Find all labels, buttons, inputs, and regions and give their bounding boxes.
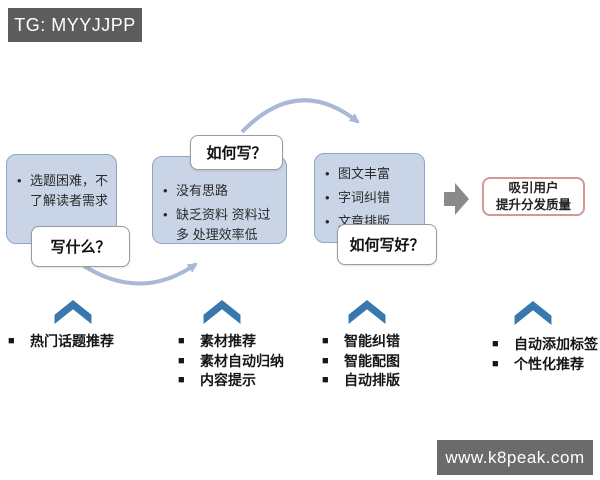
solution-item: 素材推荐 — [178, 332, 284, 352]
pain-list: 没有思路 缺乏资料 资料过多 处理效率低 — [163, 181, 280, 245]
solution-item: 自动添加标签 — [492, 335, 598, 355]
question-box-how-to-write: 如何写？ — [190, 135, 283, 170]
pain-item: 字词纠错 — [325, 188, 418, 208]
solution-item: 热门话题推荐 — [8, 332, 114, 352]
chevron-up-icon — [203, 300, 241, 324]
question-label: 如何写好？ — [349, 237, 425, 254]
pain-list: 图文丰富 字词纠错 文章排版 — [325, 164, 418, 233]
solution-list-smart: 智能纠错 智能配图 自动排版 — [322, 332, 400, 391]
result-line: 吸引用户 — [508, 180, 559, 195]
pain-list: 选题困难，不了解读者需求 — [17, 171, 110, 211]
solution-item: 内容提示 — [178, 371, 284, 391]
result-box: 吸引用户 提升分发质量 — [482, 177, 585, 216]
chevron-up-icon — [54, 300, 92, 324]
chevron-up-icon — [514, 301, 552, 325]
pain-item: 缺乏资料 资料过多 处理效率低 — [163, 205, 280, 245]
question-box-how-to-write-well: 如何写好？ — [337, 224, 437, 265]
solution-item: 自动排版 — [322, 371, 400, 391]
curved-arrow-right-icon — [240, 98, 360, 134]
pain-item: 没有思路 — [163, 181, 280, 201]
result-line: 提升分发质量 — [495, 197, 571, 212]
pain-item: 选题困难，不了解读者需求 — [17, 171, 110, 211]
solution-item: 个性化推荐 — [492, 355, 598, 375]
question-label: 如何写？ — [206, 145, 267, 162]
question-label: 写什么？ — [50, 239, 111, 256]
solution-item: 智能配图 — [322, 352, 400, 372]
solution-list-distribution: 自动添加标签 个性化推荐 — [492, 335, 598, 374]
curved-arrow-right-icon — [82, 262, 198, 286]
question-box-what-to-write: 写什么？ — [31, 226, 130, 267]
solution-list-topic: 热门话题推荐 — [8, 332, 114, 352]
pain-box-how-to-write: 没有思路 缺乏资料 资料过多 处理效率低 — [152, 156, 287, 244]
watermark-top: TG: MYYJJPP — [8, 8, 142, 42]
pain-item: 图文丰富 — [325, 164, 418, 184]
solution-list-material: 素材推荐 素材自动归纳 内容提示 — [178, 332, 284, 391]
solution-item: 素材自动归纳 — [178, 352, 284, 372]
solution-item: 智能纠错 — [322, 332, 400, 352]
chevron-up-icon — [348, 300, 386, 324]
block-arrow-right-icon — [444, 183, 469, 215]
watermark-bottom: www.k8peak.com — [437, 440, 593, 475]
